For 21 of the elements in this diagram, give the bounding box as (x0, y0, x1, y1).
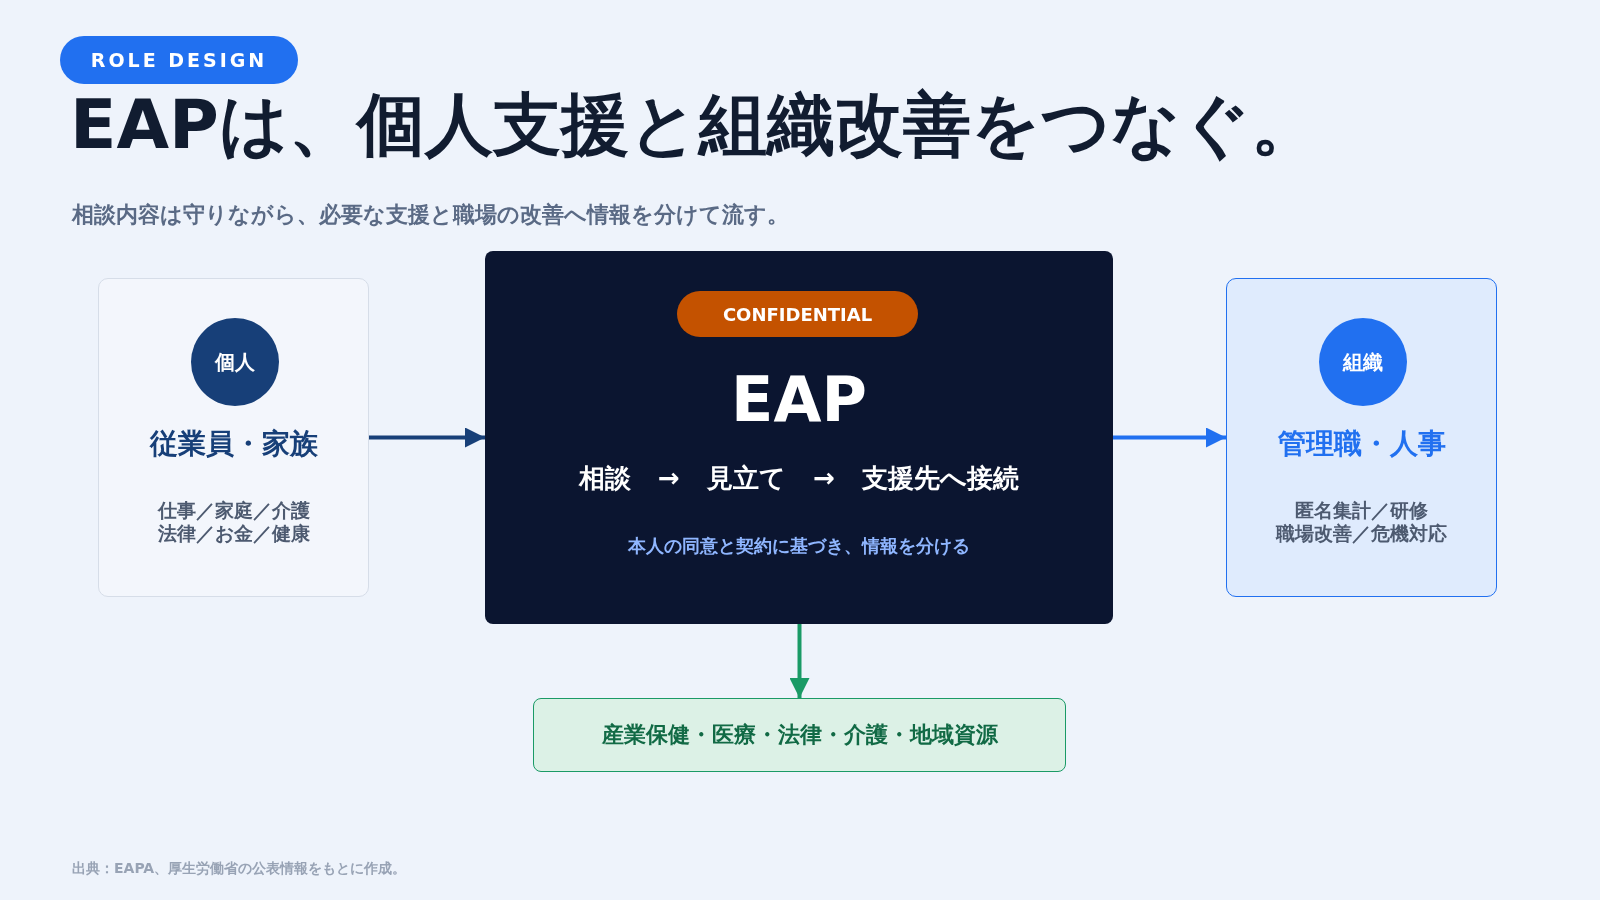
category-circle: 組織 (1319, 318, 1407, 406)
arrow (789, 624, 810, 698)
page-title: EAPは、個人支援と組織改善をつなぐ。 (70, 88, 1319, 163)
tag-pill: ROLE DESIGN (60, 36, 298, 84)
eap-panel (485, 251, 1113, 624)
panel-note: 本人の同意と契約に基づき、情報を分ける (627, 535, 971, 557)
resource-box: 産業保健・医療・法律・介護・地域資源 (533, 698, 1066, 772)
eap-heading: EAP (730, 363, 868, 438)
confidential-pill: CONFIDENTIAL (677, 291, 918, 337)
card-detail: 仕事／家庭／介護法律／お金／健康 (156, 499, 311, 545)
source-note: 出典：EAPA、厚生労働省の公表情報をもとに作成。 (72, 860, 407, 878)
arrow (369, 427, 485, 448)
card-detail: 匿名集計／研修職場改善／危機対応 (1275, 499, 1448, 545)
card-heading: 管理職・人事 (1276, 427, 1447, 461)
organization-card (1226, 278, 1497, 597)
subtitle: 相談内容は守りながら、必要な支援と職場の改善へ情報を分けて流す。 (72, 201, 789, 229)
card-heading: 従業員・家族 (148, 427, 319, 461)
process-flow: 相談 → 見立て → 支援先へ接続 (577, 463, 1021, 495)
arrow (1113, 427, 1226, 448)
category-circle: 個人 (191, 318, 279, 406)
person-card (98, 278, 369, 597)
